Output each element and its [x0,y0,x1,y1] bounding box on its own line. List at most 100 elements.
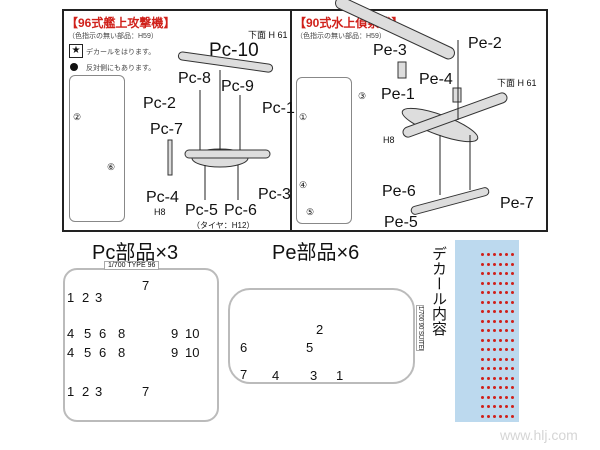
decal-roundel [511,310,514,313]
pc-part-number: 10 [185,326,200,341]
part-label: Pc-6 [224,202,257,219]
decal-roundel [481,338,484,342]
part-label: Pc-10 [209,40,259,61]
decal-roundel [499,272,502,275]
decal-roundel [493,262,496,266]
decal-roundel [505,376,508,380]
inset-number: ② [73,112,82,122]
decal-roundel [481,319,484,323]
decal-roundel [499,281,502,285]
decal-roundel [499,367,502,370]
decal-roundel [493,348,496,351]
decal-roundel [499,310,502,313]
assembly-box [62,9,548,232]
right-panel-note: （色指示の無い部品：H59） [296,33,386,40]
strut-pe4 [452,87,462,103]
decal-roundel [481,281,484,285]
decal-roundel [499,300,502,304]
decal-roundel [493,272,496,275]
pe-part-number: 1 [336,368,344,383]
decal-roundel [505,310,508,313]
decal-roundel [481,262,484,266]
pc-part-number: 6 [99,345,107,360]
part-label: Pc-4 [146,189,179,206]
pc-part-number: 7 [142,278,150,293]
decal-roundel [499,395,502,399]
decal-roundel [505,300,508,304]
pe1-color: H8 [383,135,395,145]
decal-roundel [487,329,490,332]
decal-roundel [505,338,508,342]
decal-roundel [487,338,490,342]
decal-roundel [493,291,496,294]
pc-part-number: 2 [82,384,90,399]
part-label: Pc-2 [143,95,176,112]
opposite-side-icon [70,63,78,71]
decal-roundel [499,386,502,389]
decal-roundel [505,405,508,408]
decal-roundel [493,414,496,418]
pc-part-number: 8 [118,326,126,341]
decal-roundel [481,367,484,370]
part-label: Pc-5 [185,202,218,219]
decal-placement-inset-right [296,77,352,224]
pc-part-number: 10 [185,345,200,360]
part-label: Pe-3 [373,42,407,59]
decal-roundel [511,319,514,323]
decal-roundel [505,357,508,361]
pe-part-number: 6 [240,340,248,355]
decal-roundel [511,357,514,361]
decal-roundel [511,376,514,380]
decal-roundel [511,272,514,275]
decal-roundel [487,348,490,351]
decal-roundel [505,386,508,389]
decal-roundel [499,338,502,342]
decal-roundel [499,253,502,256]
lower-wing-pc [184,149,271,159]
part-label: Pe-1 [381,86,415,103]
decal-roundel [499,291,502,294]
decal-title: デカール内容 [430,246,447,336]
decal-roundel [481,376,484,380]
decal-roundel [499,405,502,408]
inset-number: ① [299,112,308,122]
decal-roundel [493,300,496,304]
decal-roundel [493,395,496,399]
decal-roundel [499,262,502,266]
decal-roundel [481,329,484,332]
decal-sheet [455,240,519,422]
part-label: Pe-7 [500,195,534,212]
star-decal-icon: ★ [69,44,83,58]
upper-wing-pe2 [335,0,455,60]
part-label: Pc-9 [221,78,254,95]
decal-roundel [505,272,508,275]
decal-roundel [493,376,496,380]
decal-roundel [505,253,508,256]
decal-roundel [505,262,508,266]
inset-number: ④ [299,180,308,190]
pe-part-number: 7 [240,367,248,382]
decal-roundel [487,253,490,256]
part-label: Pc-8 [178,70,211,87]
decal-roundel [511,338,514,342]
pc-sprue-title: Pc部品×3 [92,242,179,264]
decal-roundel [505,319,508,323]
decal-roundel [487,367,490,370]
pe-sprue-tag: 1/700 90 SUITEI [416,305,424,352]
pc-sprue-tag: 1/700 TYPE 96 [104,261,160,270]
decal-roundel [487,319,490,323]
decal-roundel [505,348,508,351]
inset-number: ⑤ [306,207,315,217]
decal-roundel [493,281,496,285]
pe-part-number: 3 [310,368,318,383]
decal-roundel [481,291,484,294]
decal-roundel [511,262,514,266]
decal-placement-inset-left [69,75,125,222]
decal-roundel [511,395,514,399]
decal-roundel [511,367,514,370]
part-label: Pc-1 [262,100,295,117]
decal-roundel [487,414,490,418]
pc-part-number: 7 [142,384,150,399]
